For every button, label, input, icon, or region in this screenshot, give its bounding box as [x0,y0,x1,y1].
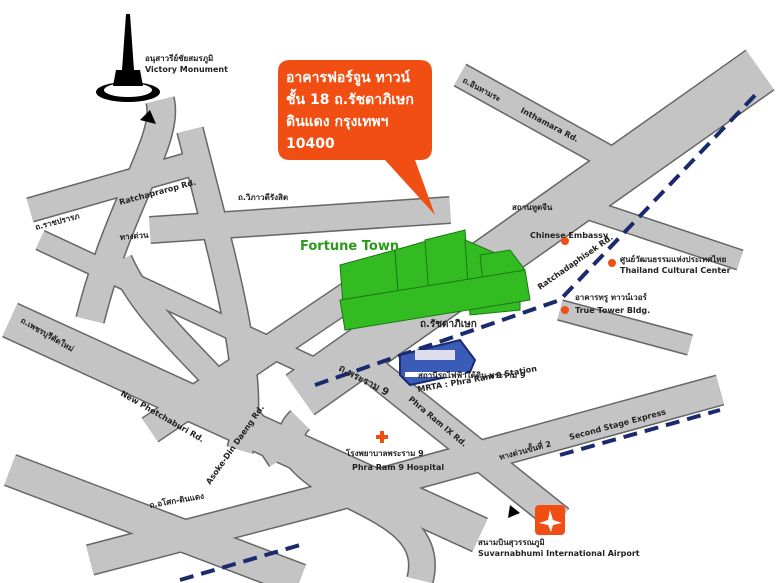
fortune-town-label: Fortune Town [300,239,399,254]
callout-line2: ชั้น 18 ถ.รัชดาภิเษก [286,88,414,108]
hospital-en-label: Phra Ram 9 Hospital [352,463,444,472]
victory-th-label: อนุสาวรีย์ชัยสมรภูมิ [145,53,213,64]
viphavadi-label: ถ.วิภาวดีรังสิต [238,192,288,202]
cultural-center-dot [608,259,616,267]
callout-line4: 10400 [286,136,335,152]
airport-th-label: สนามบินสุวรรณภูมิ [478,538,545,548]
hospital-icon [376,431,388,443]
truetower-th-label: อาคารทรู ทาวน์เวอร์ [575,292,648,303]
expressway-label: ทางด่วน [119,230,149,242]
embassy-th-label: สถานทูตจีน [512,202,553,213]
address-callout: อาคารฟอร์จูน ทาวน์ ชั้น 18 ถ.รัชดาภิเษก … [278,60,435,215]
embassy-en-label: Chinese Embassy [530,231,609,240]
callout-line3: ดินแดง กรุงเทพฯ [286,114,389,130]
lokdindaeng-label: ถ.อโศก-ดินแดง [149,491,205,510]
metro-line [179,88,762,582]
ratchadaphisek-th-label: ถ.รัชดาภิเษก [420,318,477,330]
victory-en-label: Victory Monument [145,65,228,74]
fortune-town-building [339,229,531,331]
road-network [2,49,775,583]
callout-line1: อาคารฟอร์จูน ทาวน์ [286,69,410,86]
embassy-dot [561,237,569,245]
true-tower-dot [561,306,569,314]
mrta-th-label: สถานีรถไฟฟ้าใต้ดิน พระราม 9 [418,370,526,380]
airport-en-label: Suvarnabhumi International Airport [478,549,640,558]
cultural-en-label: Thailand Cultural Center [620,266,731,275]
hospital-th-label: โรงพยาบาลพระราม 9 [345,448,424,458]
cultural-th-label: ศูนย์วัฒนธรรมแห่งประเทศไทย [620,254,727,265]
victory-monument-icon [96,14,160,124]
truetower-en-label: True Tower Bldg. [575,306,650,315]
airport-icon [508,505,565,535]
mrta-train-icon [399,338,477,387]
